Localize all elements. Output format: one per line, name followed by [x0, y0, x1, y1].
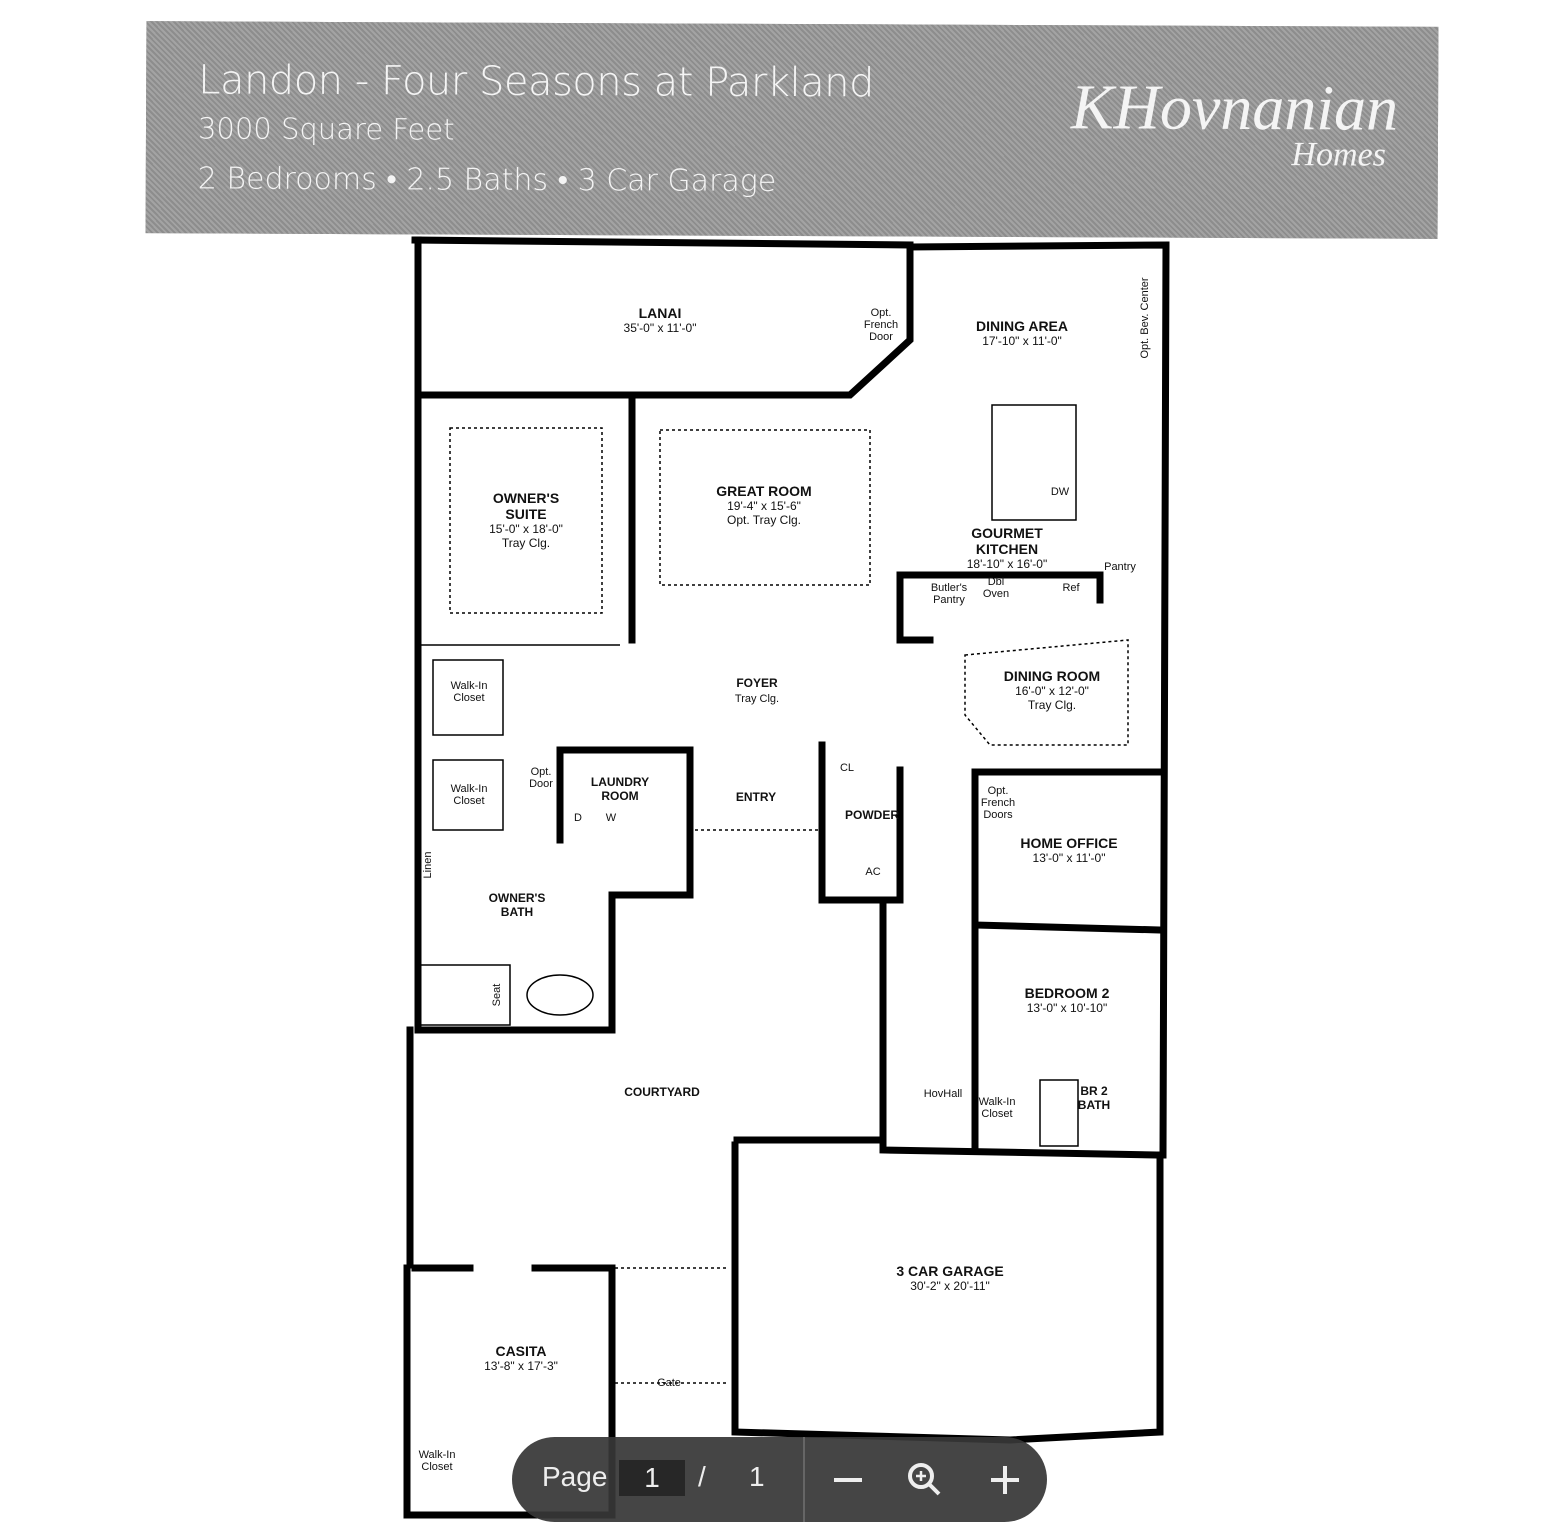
label-walk-in-closet: Walk-In Closet	[450, 680, 488, 704]
label-bev-center: Opt. Bev. Center	[1139, 277, 1151, 359]
zoom-in-magnifier-icon	[908, 1463, 941, 1496]
room-owners-bath: OWNER'S BATH	[488, 891, 546, 919]
label-dbl-oven: Dbl Oven	[982, 576, 1010, 600]
label-opt-door: Opt. Door	[529, 766, 553, 790]
label-walk-in-closet: Walk-In Closet	[418, 1449, 456, 1473]
page-label: Page	[542, 1461, 608, 1492]
label-walk-in-closet: Walk-In Closet	[978, 1096, 1016, 1120]
zoom-out-button[interactable]	[823, 1455, 873, 1505]
page-number-input[interactable]: 1	[619, 1460, 685, 1496]
label-dishwasher: DW	[1050, 486, 1070, 498]
label-washer: W	[605, 812, 617, 824]
label-ac: AC	[865, 866, 881, 878]
minus-icon	[834, 1478, 862, 1482]
label-pantry: Pantry	[1104, 561, 1136, 573]
room-entry: ENTRY	[735, 790, 777, 804]
label-walk-in-closet: Walk-In Closet	[450, 783, 488, 807]
label-hovhall: HovHall	[923, 1088, 963, 1100]
zoom-in-button[interactable]	[980, 1455, 1030, 1505]
page-separator: /	[698, 1461, 706, 1492]
label-opt-french-doors: Opt. French Doors	[980, 785, 1016, 821]
label-closet: CL	[839, 762, 855, 774]
label-butlers-pantry: Butler's Pantry	[930, 582, 968, 606]
total-pages: 1	[749, 1461, 765, 1492]
label-seat: Seat	[491, 983, 503, 1007]
plus-icon	[991, 1466, 1019, 1494]
label-linen: Linen	[422, 851, 434, 879]
label-dryer: D	[574, 812, 582, 824]
room-laundry: LAUNDRY ROOM	[590, 775, 650, 803]
label-ref: Ref	[1062, 582, 1080, 594]
label-french-door: Opt. French Door	[863, 307, 899, 343]
room-courtyard: COURTYARD	[624, 1085, 700, 1099]
zoom-fit-button[interactable]	[900, 1455, 950, 1505]
room-br2-bath: BR 2 BATH	[1077, 1084, 1111, 1112]
room-powder: POWDER	[845, 808, 899, 822]
pdf-toolbar: Page 1 / 1	[512, 1437, 1047, 1522]
toolbar-divider	[803, 1437, 805, 1522]
label-gate: Gate	[657, 1377, 681, 1389]
